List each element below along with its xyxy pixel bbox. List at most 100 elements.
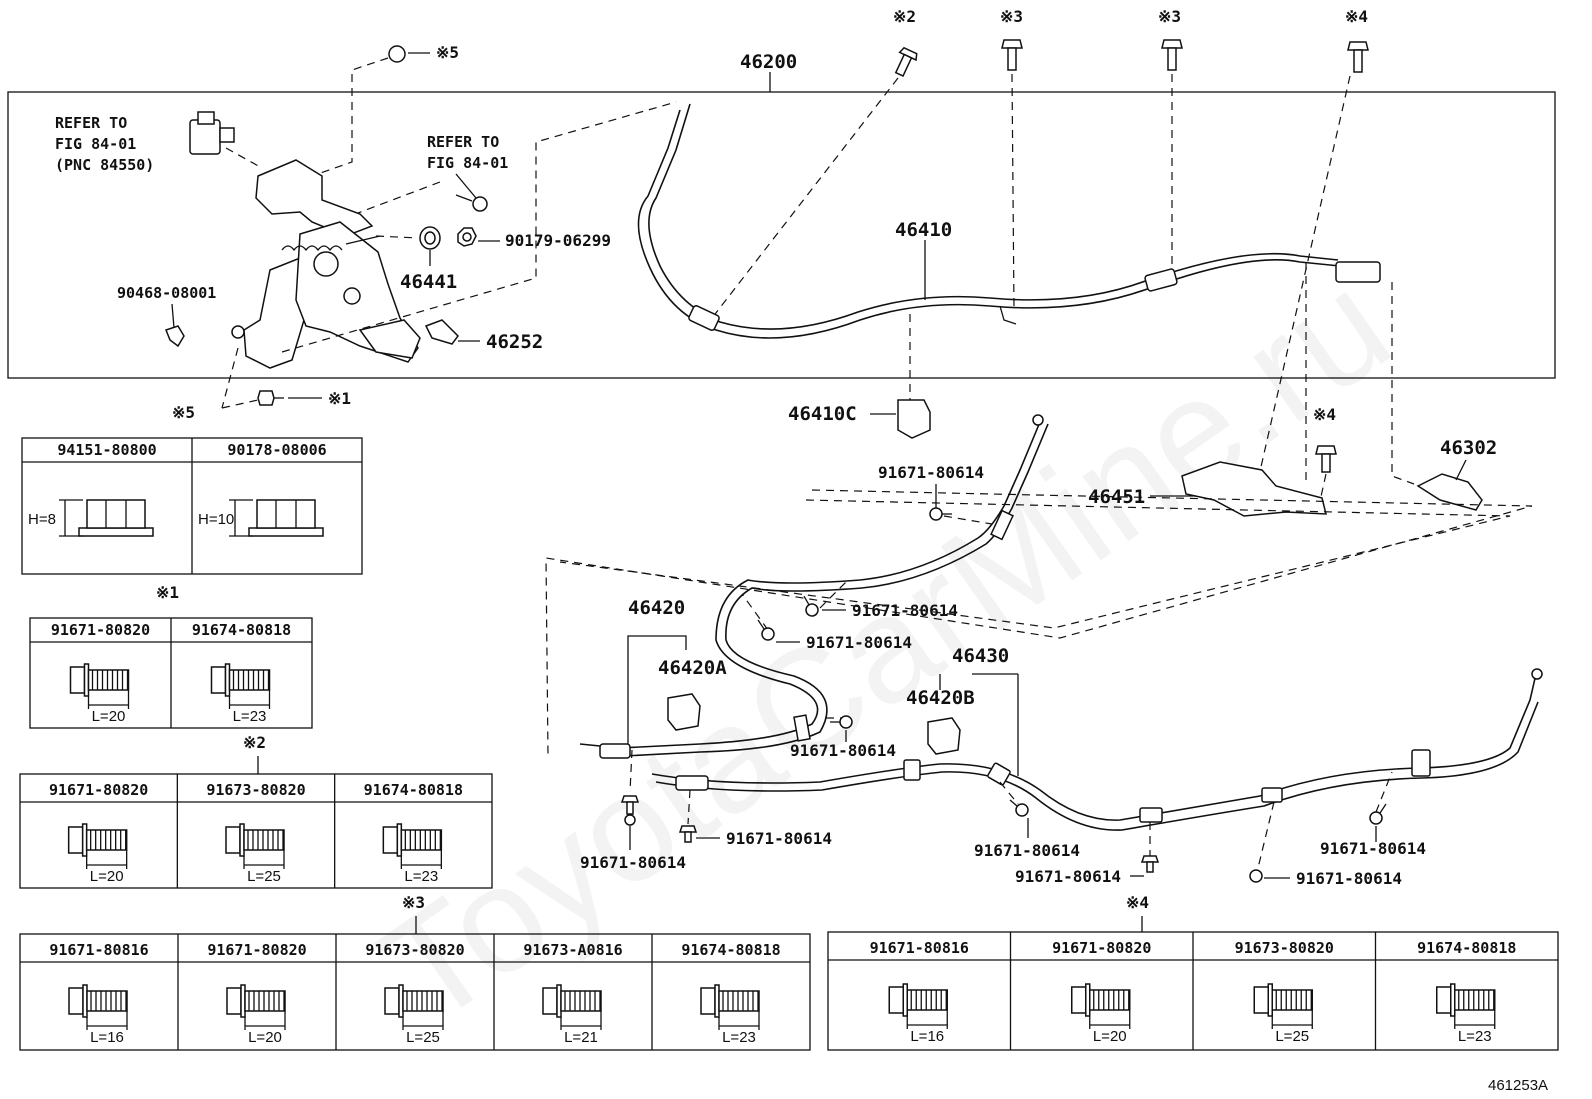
length-dimension: L=23: [233, 708, 267, 725]
table-mark-m5: ※5: [172, 403, 195, 422]
flange-bolt-icon: [382, 823, 443, 869]
part-number: 91671-80820: [51, 621, 150, 639]
svg-text:FIG 84-01: FIG 84-01: [55, 135, 136, 153]
bolt-91671-80614-c: 91671-80614: [757, 619, 912, 652]
part-number: 94151-80800: [57, 441, 156, 459]
svg-text:91671-80614: 91671-80614: [1296, 869, 1402, 888]
callout-46420A: 46420A: [658, 657, 727, 679]
top-bolt-m2: ※2: [893, 7, 918, 78]
refer-bolt-note: REFER TO FIG 84-01: [427, 133, 508, 172]
height-dimension: H=10: [198, 511, 234, 528]
clamp-46420A: [667, 693, 701, 731]
mark-m1-label: ※1: [328, 389, 351, 408]
svg-text:91671-80614: 91671-80614: [726, 829, 832, 848]
part-number: 91673-80820: [365, 941, 464, 959]
svg-text:46252: 46252: [486, 331, 543, 353]
bracket-46451: 46451: [1088, 461, 1327, 517]
svg-text:FIG 84-01: FIG 84-01: [427, 154, 508, 172]
bolt-91671-80614-j: 91671-80614: [1320, 803, 1426, 858]
rear-cable-46420: [579, 421, 1041, 749]
length-dimension: L=20: [90, 868, 124, 885]
part-number: 91674-80818: [192, 621, 291, 639]
part-number: 91671-80820: [1052, 939, 1151, 957]
bolt-91671-80614-d: 91671-80614: [790, 715, 896, 760]
flange-bolt-icon: [67, 823, 128, 869]
nut-90179-06299: 90179-06299: [457, 227, 611, 250]
table-mark-m3: ※3: [402, 893, 425, 912]
flange-bolt-icon: [226, 984, 286, 1030]
svg-text:(PNC 84550): (PNC 84550): [55, 156, 154, 174]
svg-text:46302: 46302: [1440, 437, 1497, 459]
bolt-91671-80614-e: 91671-80614: [580, 795, 686, 872]
length-dimension: L=16: [90, 1029, 124, 1046]
flange-bolt-icon: [1436, 983, 1496, 1029]
svg-text:※5: ※5: [436, 43, 459, 62]
length-dimension: L=21: [564, 1029, 598, 1046]
length-dimension: L=23: [404, 868, 438, 885]
callout-90468-08001: 90468-08001: [117, 284, 216, 302]
bolt-91671-80614-g: 91671-80614: [974, 799, 1080, 860]
rear-cable-46430: [651, 673, 1537, 821]
length-dimension: L=20: [248, 1029, 282, 1046]
length-dimension: L=20: [1093, 1028, 1127, 1045]
svg-text:91671-80614: 91671-80614: [852, 601, 958, 620]
bolt-91671-80614-f: 91671-80614: [678, 825, 832, 848]
flange-nut-icon: [59, 499, 154, 537]
part-number: 91673-80820: [206, 781, 305, 799]
bolt-91671-80614-i: 91671-80614: [1249, 869, 1402, 888]
part-number: 91673-A0816: [523, 941, 622, 959]
clip-90468: [165, 325, 185, 348]
flange-bolt-icon: [210, 663, 271, 709]
svg-text:90179-06299: 90179-06299: [505, 231, 611, 250]
svg-text:91671-80614: 91671-80614: [1320, 839, 1426, 858]
bolt-91671-80614-a: 91671-80614: [878, 463, 984, 521]
length-dimension: L=23: [722, 1029, 756, 1046]
flange-bolt-icon: [700, 984, 760, 1030]
part-number: 91671-80816: [49, 941, 148, 959]
callout-46430: 46430: [952, 645, 1009, 667]
flange-bolt-icon: [1071, 983, 1131, 1029]
svg-text:※2: ※2: [893, 7, 916, 26]
table-mark-m1: ※1: [156, 583, 179, 602]
bolt-refer: [455, 194, 488, 212]
part-number: 91674-80818: [364, 781, 463, 799]
flange-bolt-icon: [542, 984, 602, 1030]
part-number: 90178-08006: [227, 441, 326, 459]
parking-brake-pedal-assy: [231, 159, 421, 369]
svg-text:46451: 46451: [1088, 486, 1145, 508]
svg-text:※4: ※4: [1313, 405, 1336, 424]
table-frame: [19, 933, 811, 1051]
flange-nut-icon: [229, 499, 324, 537]
svg-text:46410C: 46410C: [788, 403, 857, 425]
svg-text:91671-80614: 91671-80614: [878, 463, 984, 482]
lever-46302: 46302: [1416, 437, 1497, 511]
bolt-91671-80614-b: 91671-80614: [803, 595, 958, 620]
length-dimension: L=16: [910, 1028, 944, 1045]
svg-text:※3: ※3: [1000, 7, 1023, 26]
height-dimension: H=8: [28, 511, 56, 528]
svg-text:※4: ※4: [1345, 7, 1368, 26]
flange-bolt-icon: [69, 663, 130, 709]
part-number: 91671-80820: [207, 941, 306, 959]
svg-text:91671-80614: 91671-80614: [580, 853, 686, 872]
callout-46200: 46200: [740, 51, 797, 73]
svg-text:91671-80614: 91671-80614: [806, 633, 912, 652]
flange-bolt-icon: [225, 823, 285, 869]
length-dimension: L=25: [247, 868, 281, 885]
diagram-id: 461253A: [1488, 1077, 1548, 1094]
guide-46252: 46252: [424, 319, 543, 353]
bolt-m1: [257, 390, 284, 406]
top-bolt-m4: ※4: [1345, 7, 1369, 73]
